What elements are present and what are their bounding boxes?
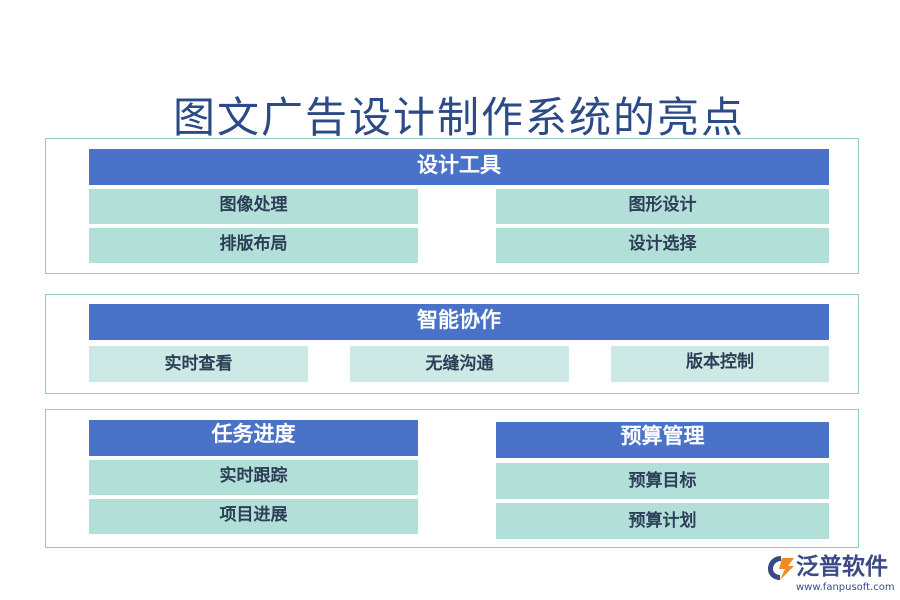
brand-logo: 泛普软件 www.fanpusoft.com	[766, 552, 896, 596]
brand-mark-icon	[768, 556, 794, 580]
brand-name: 泛普软件	[796, 554, 888, 580]
item-realtime-tracking: 实时跟踪	[89, 460, 418, 495]
design-tools-heading: 设计工具	[89, 149, 829, 185]
smart-collab-heading: 智能协作	[89, 304, 829, 340]
page-title: 图文广告设计制作系统的亮点	[172, 93, 745, 142]
brand-url: www.fanpusoft.com	[796, 582, 895, 593]
item-realtime-view: 实时查看	[89, 346, 308, 382]
item-graphic-design: 图形设计	[496, 189, 829, 224]
item-budget-plan: 预算计划	[496, 503, 829, 539]
task-progress-heading: 任务进度	[89, 420, 418, 456]
item-layout: 排版布局	[89, 228, 418, 263]
item-version-control: 版本控制	[611, 346, 829, 382]
item-design-selection: 设计选择	[496, 228, 829, 263]
item-seamless-comm: 无缝沟通	[350, 346, 569, 382]
item-image-processing: 图像处理	[89, 189, 418, 224]
item-project-progress: 项目进展	[89, 499, 418, 534]
item-budget-target: 预算目标	[496, 463, 829, 499]
budget-mgmt-heading: 预算管理	[496, 422, 829, 458]
